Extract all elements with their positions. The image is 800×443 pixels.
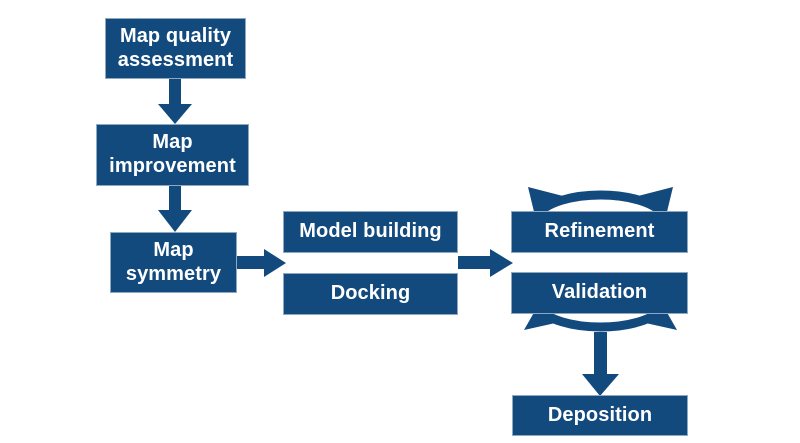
arrow-building-to-refinement — [458, 249, 513, 277]
node-map-symmetry[interactable]: Map symmetry — [110, 232, 237, 293]
node-validation[interactable]: Validation — [511, 272, 688, 314]
node-map-quality-assessment[interactable]: Map quality assessment — [105, 18, 246, 79]
node-model-building[interactable]: Model building — [283, 211, 458, 253]
arrow-improvement-to-symmetry — [158, 184, 192, 232]
node-label-docking: Docking — [330, 282, 411, 305]
node-label-map-symmetry: Map symmetry — [125, 238, 222, 285]
node-refinement[interactable]: Refinement — [511, 211, 688, 253]
node-label-validation: Validation — [551, 281, 648, 304]
node-label-map-improvement: Map improvement — [109, 131, 236, 177]
arrow-symmetry-to-building — [236, 249, 286, 277]
node-deposition[interactable]: Deposition — [512, 395, 688, 436]
node-map-improvement[interactable]: Map improvement — [96, 124, 249, 186]
arrow-cycle-to-deposition — [582, 332, 619, 396]
node-docking[interactable]: Docking — [283, 273, 458, 315]
arc-cycle-bottom — [524, 302, 677, 332]
node-label-refinement: Refinement — [544, 220, 655, 243]
arrow-quality-to-improvement — [158, 72, 192, 124]
node-label-deposition: Deposition — [547, 403, 653, 426]
node-label-model-building: Model building — [299, 220, 442, 243]
node-label-map-quality-assessment: Map quality assessment — [117, 24, 234, 71]
